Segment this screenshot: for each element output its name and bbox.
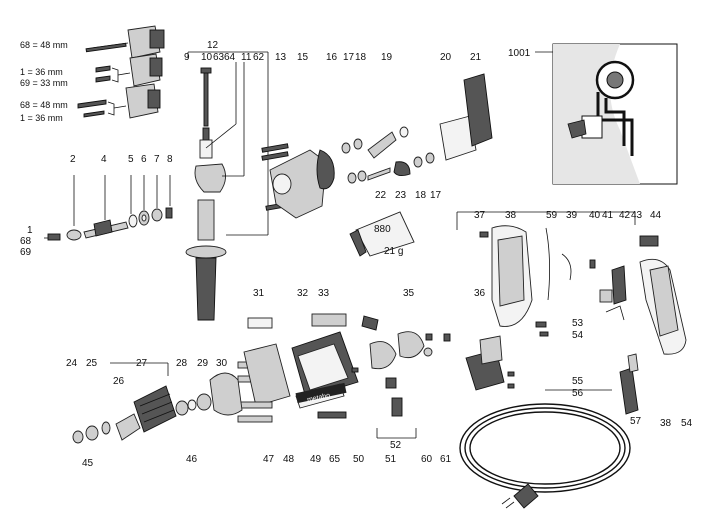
chuck-assembly-top <box>77 25 165 119</box>
wiring-diagram-inset <box>535 43 678 185</box>
chuck-note-n5: 1 = 36 mm <box>20 113 63 123</box>
part-label-12: 12 <box>207 40 219 51</box>
part-label-19: 19 <box>381 52 393 63</box>
chuck-note-n1: 68 = 48 mm <box>20 40 68 50</box>
part-label-54b: 54 <box>681 418 693 429</box>
part-label-21: 21 <box>470 52 482 63</box>
part-label-62: 62 <box>253 52 265 63</box>
part-label-25: 25 <box>86 358 98 369</box>
part-label-8: 8 <box>167 154 173 165</box>
part-label-16: 16 <box>326 52 338 63</box>
part-label-35: 35 <box>403 288 415 299</box>
part-label-32: 32 <box>297 288 309 299</box>
part-label-10: 10 <box>201 52 213 63</box>
part-label-51: 51 <box>385 454 397 465</box>
part-label-44: 44 <box>650 210 662 221</box>
part-label-68a: 68 <box>20 236 32 247</box>
part-label-59: 59 <box>546 210 558 221</box>
chuck-note-n4: 68 = 48 mm <box>20 100 68 110</box>
part-label-56: 56 <box>572 388 584 399</box>
part-label-57: 57 <box>630 416 642 427</box>
part-label-36: 36 <box>474 288 486 299</box>
part-label-29: 29 <box>197 358 209 369</box>
part-label-9: 9 <box>184 52 190 63</box>
part-label-15: 15 <box>297 52 309 63</box>
part-label-46: 46 <box>186 454 198 465</box>
part-label-69a: 69 <box>20 247 32 258</box>
part-label-18b: 18 <box>415 190 427 201</box>
part-label-45: 45 <box>82 458 94 469</box>
part-label-55a: 55 <box>572 376 584 387</box>
handle-housing-assembly <box>456 211 687 355</box>
part-label-6: 6 <box>141 154 147 165</box>
part-label-17a: 17 <box>343 52 355 63</box>
part-label-54a: 54 <box>572 330 584 341</box>
part-label-7: 7 <box>154 154 160 165</box>
spindle-assembly <box>44 175 173 241</box>
part-label-65: 65 <box>329 454 341 465</box>
side-handle-assembly <box>185 51 269 321</box>
part-label-17b: 17 <box>430 190 442 201</box>
part-label-49: 49 <box>310 454 322 465</box>
part-label-60: 60 <box>421 454 433 465</box>
part-label-61: 61 <box>440 454 452 465</box>
gear-housing-assembly <box>261 73 493 257</box>
part-label-23: 23 <box>395 190 407 201</box>
part-label-24: 24 <box>66 358 78 369</box>
part-label-43: 43 <box>631 210 643 221</box>
part-label-30: 30 <box>216 358 228 369</box>
brand-plate: metabo <box>295 382 347 404</box>
part-label-41: 41 <box>602 210 614 221</box>
part-label-50: 50 <box>353 454 365 465</box>
part-label-40: 40 <box>589 210 601 221</box>
chuck-note-n3: 69 = 33 mm <box>20 78 68 88</box>
part-label-20: 20 <box>440 52 452 63</box>
part-label-11: 11 <box>241 52 252 63</box>
part-label-27: 27 <box>136 358 148 369</box>
part-label-26: 26 <box>113 376 125 387</box>
part-label-21g: 21 g <box>384 246 403 257</box>
part-label-2: 2 <box>70 154 76 165</box>
part-label-37: 37 <box>474 210 486 221</box>
cable-switch-assembly <box>459 335 639 509</box>
part-label-53: 53 <box>572 318 584 329</box>
part-label-1: 1 <box>27 225 33 236</box>
part-label-39: 39 <box>566 210 578 221</box>
motor-housing-assembly <box>237 313 451 439</box>
part-label-64: 64 <box>224 52 236 63</box>
part-label-38b: 38 <box>660 418 672 429</box>
part-label-4: 4 <box>101 154 107 165</box>
part-label-33: 33 <box>318 288 330 299</box>
part-label-48: 48 <box>283 454 295 465</box>
brand-plate-text: metabo <box>307 392 331 404</box>
part-label-28: 28 <box>176 358 188 369</box>
part-label-31: 31 <box>253 288 265 299</box>
part-label-880: 880 <box>374 224 391 235</box>
part-label-47: 47 <box>263 454 275 465</box>
armature-assembly <box>72 362 243 444</box>
part-label-18a: 18 <box>355 52 367 63</box>
part-label-63: 63 <box>213 52 225 63</box>
part-label-22: 22 <box>375 190 387 201</box>
part-label-52: 52 <box>390 440 402 451</box>
part-label-5: 5 <box>128 154 134 165</box>
part-label-13: 13 <box>275 52 287 63</box>
part-label-38a: 38 <box>505 210 517 221</box>
part-label-1001: 1001 <box>508 48 531 59</box>
chuck-note-n2: 1 = 36 mm <box>20 67 63 77</box>
part-label-42: 42 <box>619 210 631 221</box>
